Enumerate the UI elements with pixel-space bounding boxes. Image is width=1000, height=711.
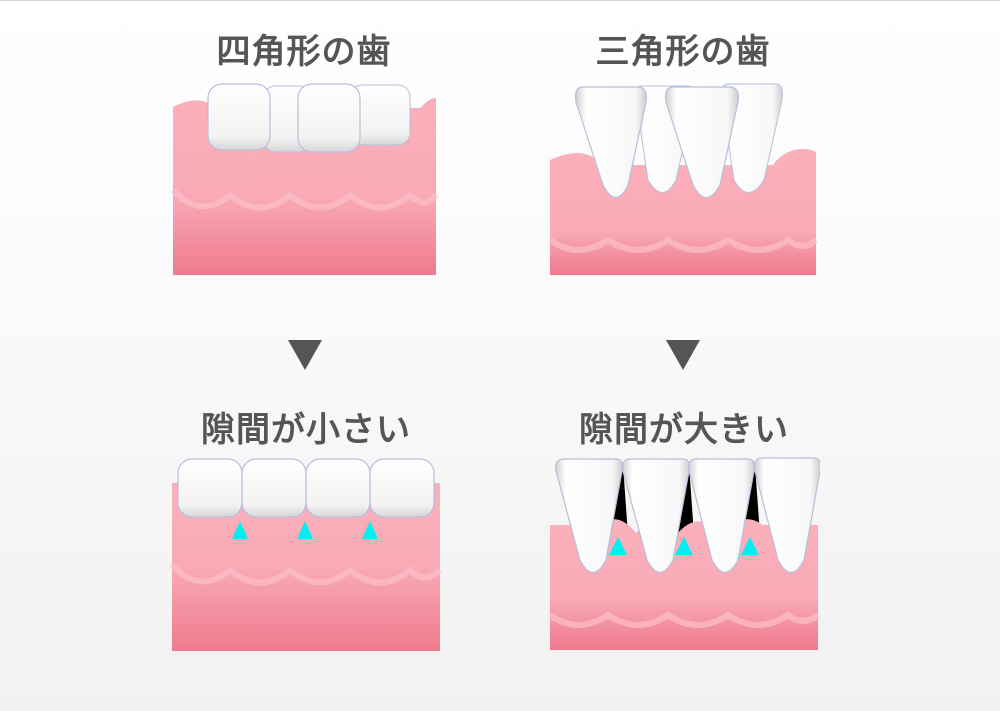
down-arrow-icon-left [288,340,322,370]
panel-square-teeth [170,80,438,278]
label-small-gap: 隙間が小さい [201,410,411,450]
label-square-teeth: 四角形の歯 [216,32,392,72]
top-border [0,0,1000,1]
panel-large-gap-teeth [548,455,820,655]
panel-small-gap-teeth [170,455,442,655]
panel-triangle-teeth [548,80,818,278]
label-large-gap: 隙間が大きい [579,410,789,450]
down-arrow-icon-right [666,340,700,370]
label-triangle-teeth: 三角形の歯 [595,32,771,72]
